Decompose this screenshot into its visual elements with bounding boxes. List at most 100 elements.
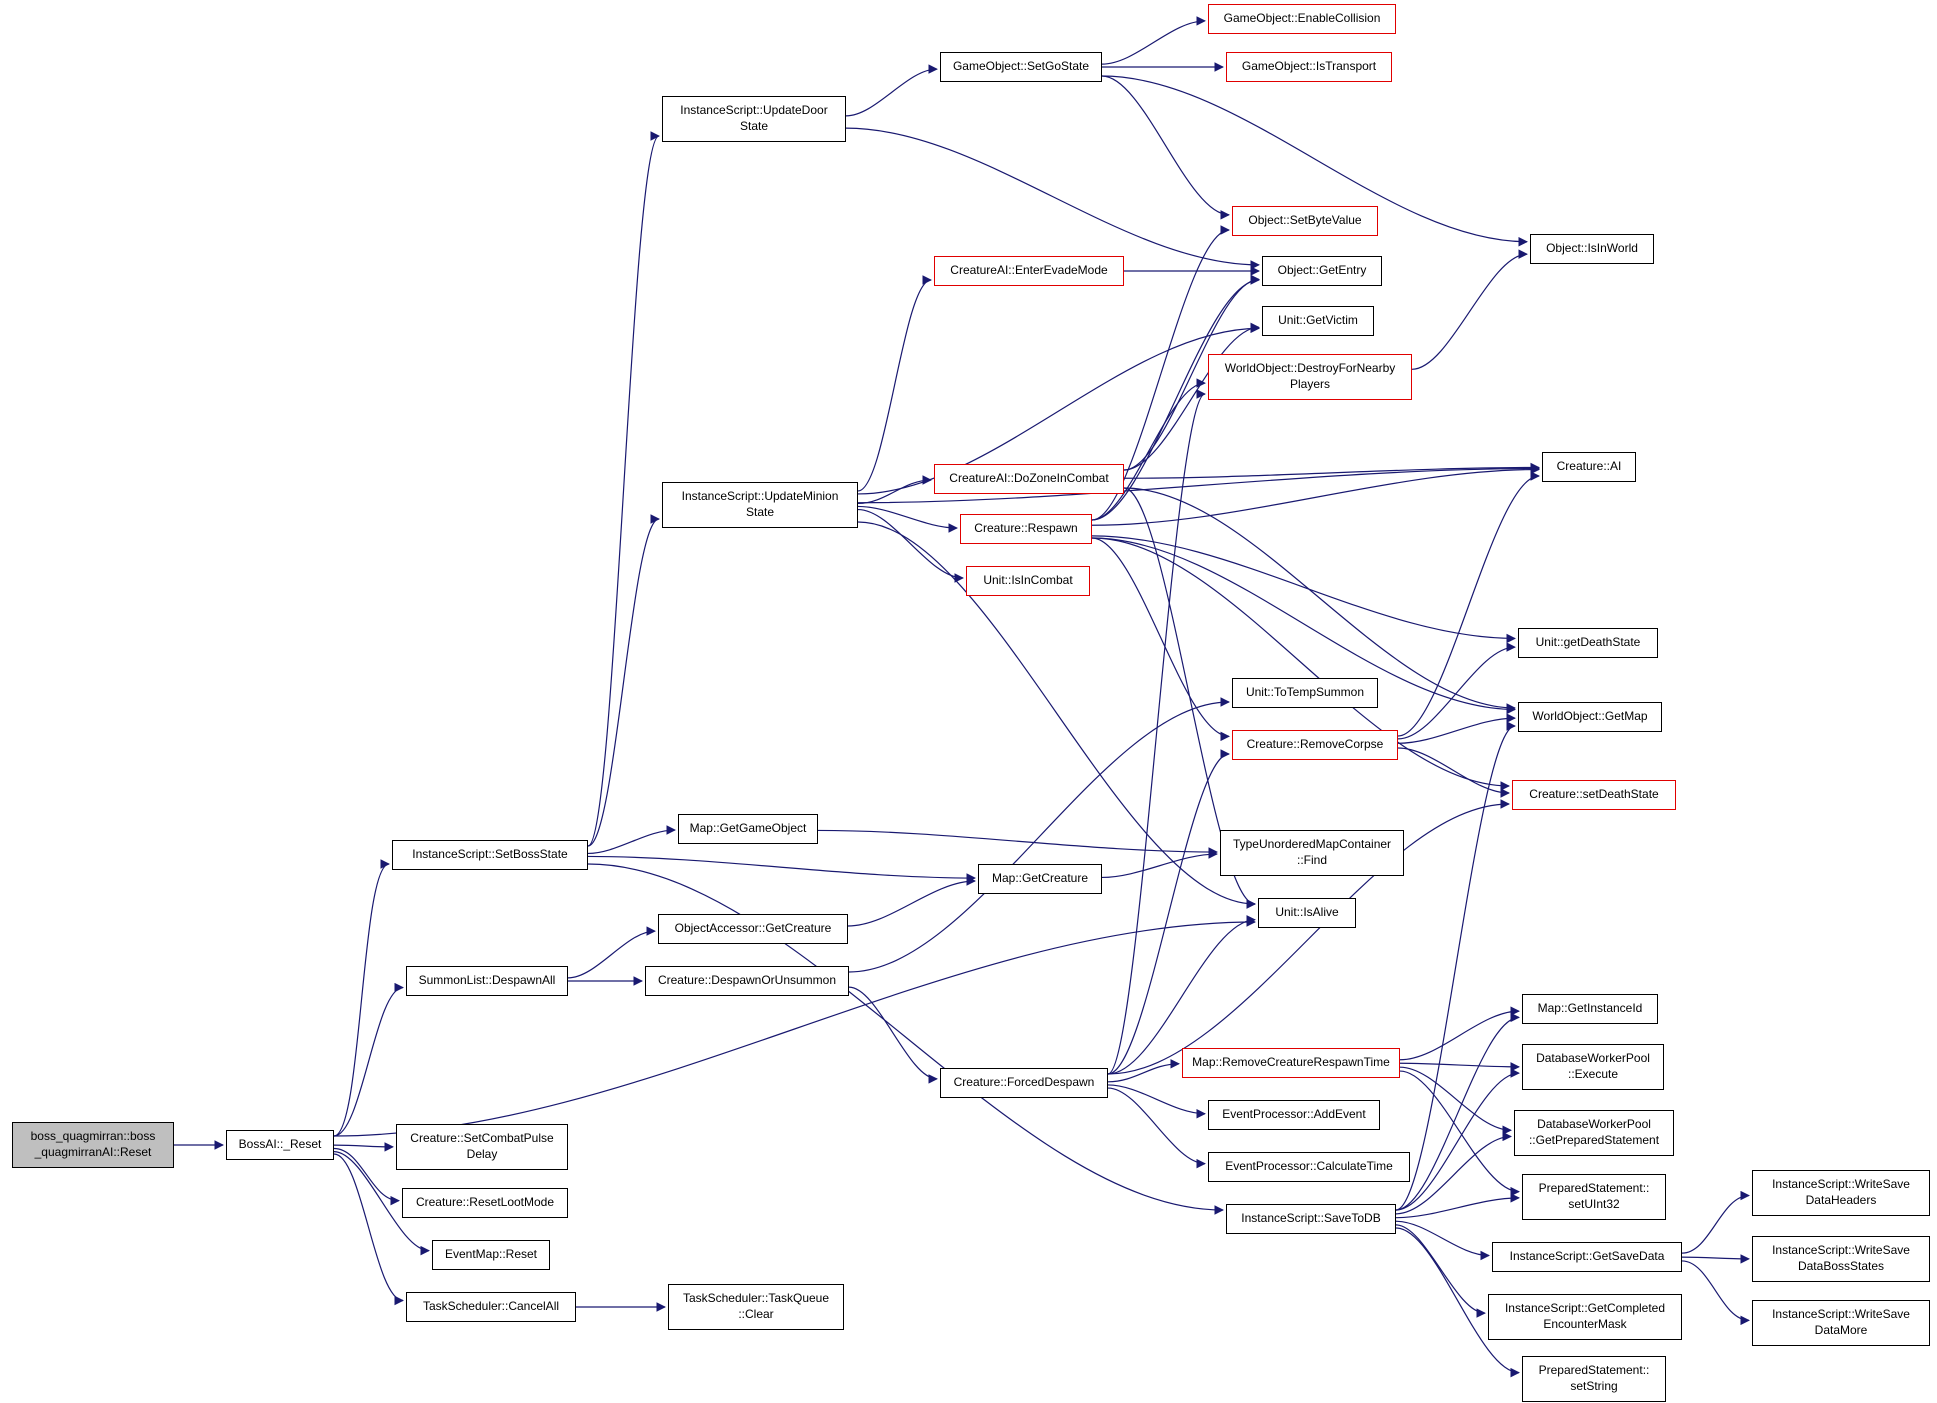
graph-node-setbyte[interactable]: Object::SetByteValue: [1232, 206, 1378, 236]
graph-node-istrans[interactable]: GameObject::IsTransport: [1226, 52, 1392, 82]
node-label: ::GetPreparedStatement: [1528, 1133, 1660, 1147]
graph-node-totemp[interactable]: Unit::ToTempSummon: [1232, 678, 1378, 708]
graph-node-respawn[interactable]: Creature::Respawn: [960, 514, 1092, 544]
call-edge-respawn-to-getmap: [1091, 537, 1516, 715]
graph-node-getdeath[interactable]: Unit::getDeathState: [1518, 628, 1658, 658]
graph-node-isalive[interactable]: Unit::IsAlive: [1258, 898, 1356, 928]
graph-node-isinworld[interactable]: Object::IsInWorld: [1530, 234, 1654, 264]
graph-node-find[interactable]: TypeUnorderedMapContainer::Find: [1220, 830, 1404, 876]
graph-node-getgo[interactable]: Map::GetGameObject: [678, 814, 818, 844]
graph-node-evreset[interactable]: EventMap::Reset: [432, 1240, 550, 1270]
graph-node-dwpgetprep[interactable]: DatabaseWorkerPool::GetPreparedStatement: [1514, 1110, 1674, 1156]
graph-node-rmrespawn[interactable]: Map::RemoveCreatureRespawnTime: [1182, 1048, 1400, 1078]
node-label: Creature::ForcedDespawn: [953, 1075, 1095, 1090]
graph-node-despawnall[interactable]: SummonList::DespawnAll: [406, 966, 568, 996]
node-label: Unit::IsInCombat: [983, 573, 1073, 588]
node-label: InstanceScript::GetSaveData: [1509, 1249, 1665, 1264]
graph-node-lootmode[interactable]: Creature::ResetLootMode: [402, 1188, 568, 1218]
node-label: TaskScheduler::TaskQueue: [682, 1291, 830, 1306]
graph-node-getvictim[interactable]: Unit::GetVictim: [1262, 306, 1374, 336]
call-edge-uminion-to-respawn: [857, 505, 958, 533]
call-edge-setboss-to-udoor: [587, 131, 660, 847]
graph-node-setuint[interactable]: PreparedStatement::setUInt32: [1522, 1174, 1666, 1220]
graph-node-dozone[interactable]: CreatureAI::DoZoneInCombat: [934, 464, 1124, 494]
call-edge-mapgetcre-to-find: [1101, 849, 1218, 879]
node-label: Creature::Respawn: [974, 521, 1078, 536]
call-edge-savetodb-to-dwpgetprep: [1395, 1131, 1512, 1215]
graph-node-setdeath[interactable]: Creature::setDeathState: [1512, 780, 1676, 810]
node-label: ::Execute: [1567, 1067, 1619, 1081]
call-edge-forced-to-destroynear: [1107, 389, 1206, 1075]
call-edge-savetodb-to-dwpexec: [1395, 1068, 1520, 1211]
node-label: PreparedStatement::: [1538, 1181, 1650, 1196]
graph-node-getentry[interactable]: Object::GetEntry: [1262, 256, 1382, 286]
node-label: PreparedStatement::: [1538, 1363, 1650, 1378]
call-edge-savetodb-to-setuint: [1395, 1193, 1520, 1219]
graph-node-getinstid[interactable]: Map::GetInstanceId: [1522, 994, 1658, 1024]
call-edge-forced-to-rmrespawn: [1107, 1059, 1180, 1083]
call-edge-bossai-to-setboss: [333, 859, 390, 1137]
node-label: EncounterMask: [1543, 1317, 1627, 1331]
call-edge-bossai-to-pulse: [333, 1142, 394, 1152]
graph-node-creai[interactable]: Creature::AI: [1542, 452, 1636, 482]
call-edge-dozone-to-creai: [1123, 462, 1540, 479]
graph-node-addevent[interactable]: EventProcessor::AddEvent: [1208, 1100, 1380, 1130]
call-edge-udoor-to-getentry: [845, 127, 1260, 270]
call-edge-forced-to-addevent: [1107, 1084, 1206, 1119]
call-edge-rmrespawn-to-setuint: [1399, 1070, 1520, 1197]
graph-node-mapgetcre[interactable]: Map::GetCreature: [978, 864, 1102, 894]
call-edge-bossai-to-evreset: [333, 1151, 430, 1256]
graph-node-savetodb[interactable]: InstanceScript::SaveToDB: [1226, 1204, 1396, 1234]
graph-node-encol[interactable]: GameObject::EnableCollision: [1208, 4, 1396, 34]
call-edge-respawn-to-creai: [1091, 464, 1540, 526]
call-edge-rmcorpse-to-getdeath: [1397, 642, 1516, 740]
node-label: DatabaseWorkerPool: [1536, 1051, 1650, 1066]
node-label: Map::GetInstanceId: [1537, 1001, 1643, 1016]
node-label: CreatureAI::DoZoneInCombat: [949, 471, 1109, 486]
graph-node-isincombat[interactable]: Unit::IsInCombat: [966, 566, 1090, 596]
call-edge-dozone-to-getvictim: [1123, 322, 1260, 471]
node-label: Unit::ToTempSummon: [1245, 685, 1365, 700]
graph-node-forced[interactable]: Creature::ForcedDespawn: [940, 1068, 1108, 1098]
graph-node-evade[interactable]: CreatureAI::EnterEvadeMode: [934, 256, 1124, 286]
graph-node-reset[interactable]: boss_quagmirran::boss_quagmirranAI::Rese…: [12, 1122, 174, 1168]
node-label: State: [739, 119, 769, 133]
call-edge-bossai-to-cancelall: [333, 1153, 404, 1306]
graph-node-setgostate[interactable]: GameObject::SetGoState: [940, 52, 1102, 82]
call-edge-savetodb-to-getmap: [1395, 721, 1516, 1211]
node-label: boss_quagmirran::boss: [30, 1129, 156, 1144]
graph-node-oagetcre[interactable]: ObjectAccessor::GetCreature: [658, 914, 848, 944]
node-label: InstanceScript::GetCompleted: [1504, 1301, 1666, 1316]
call-edge-despunsum-to-forced: [848, 986, 938, 1084]
graph-node-cancelall[interactable]: TaskScheduler::CancelAll: [406, 1292, 576, 1322]
call-edge-uminion-to-getvictim: [857, 323, 1260, 495]
graph-node-getmap[interactable]: WorldObject::GetMap: [1518, 702, 1662, 732]
node-label: ::Find: [1296, 853, 1327, 867]
graph-node-despunsum[interactable]: Creature::DespawnOrUnsummon: [645, 966, 849, 996]
graph-node-calctime[interactable]: EventProcessor::CalculateTime: [1208, 1152, 1410, 1182]
graph-node-bossai[interactable]: BossAI::_Reset: [226, 1130, 334, 1160]
graph-node-getsave[interactable]: InstanceScript::GetSaveData: [1492, 1242, 1682, 1272]
call-edge-rmrespawn-to-getinstid: [1399, 1006, 1520, 1061]
graph-node-rmcorpse[interactable]: Creature::RemoveCorpse: [1232, 730, 1398, 760]
graph-node-tqclear[interactable]: TaskScheduler::TaskQueue::Clear: [668, 1284, 844, 1330]
call-edge-bossai-to-isalive: [333, 917, 1256, 1137]
node-label: Unit::GetVictim: [1278, 313, 1358, 328]
node-label: Object::IsInWorld: [1546, 241, 1638, 256]
graph-node-setboss[interactable]: InstanceScript::SetBossState: [392, 840, 588, 870]
node-label: Unit::IsAlive: [1275, 905, 1339, 920]
call-edge-getsave-to-wsh: [1681, 1190, 1750, 1254]
node-label: Creature::DespawnOrUnsummon: [657, 973, 837, 988]
graph-node-setstring[interactable]: PreparedStatement::setString: [1522, 1356, 1666, 1402]
graph-node-dwpexec[interactable]: DatabaseWorkerPool::Execute: [1522, 1044, 1664, 1090]
call-edge-bossai-to-lootmode: [333, 1147, 400, 1206]
